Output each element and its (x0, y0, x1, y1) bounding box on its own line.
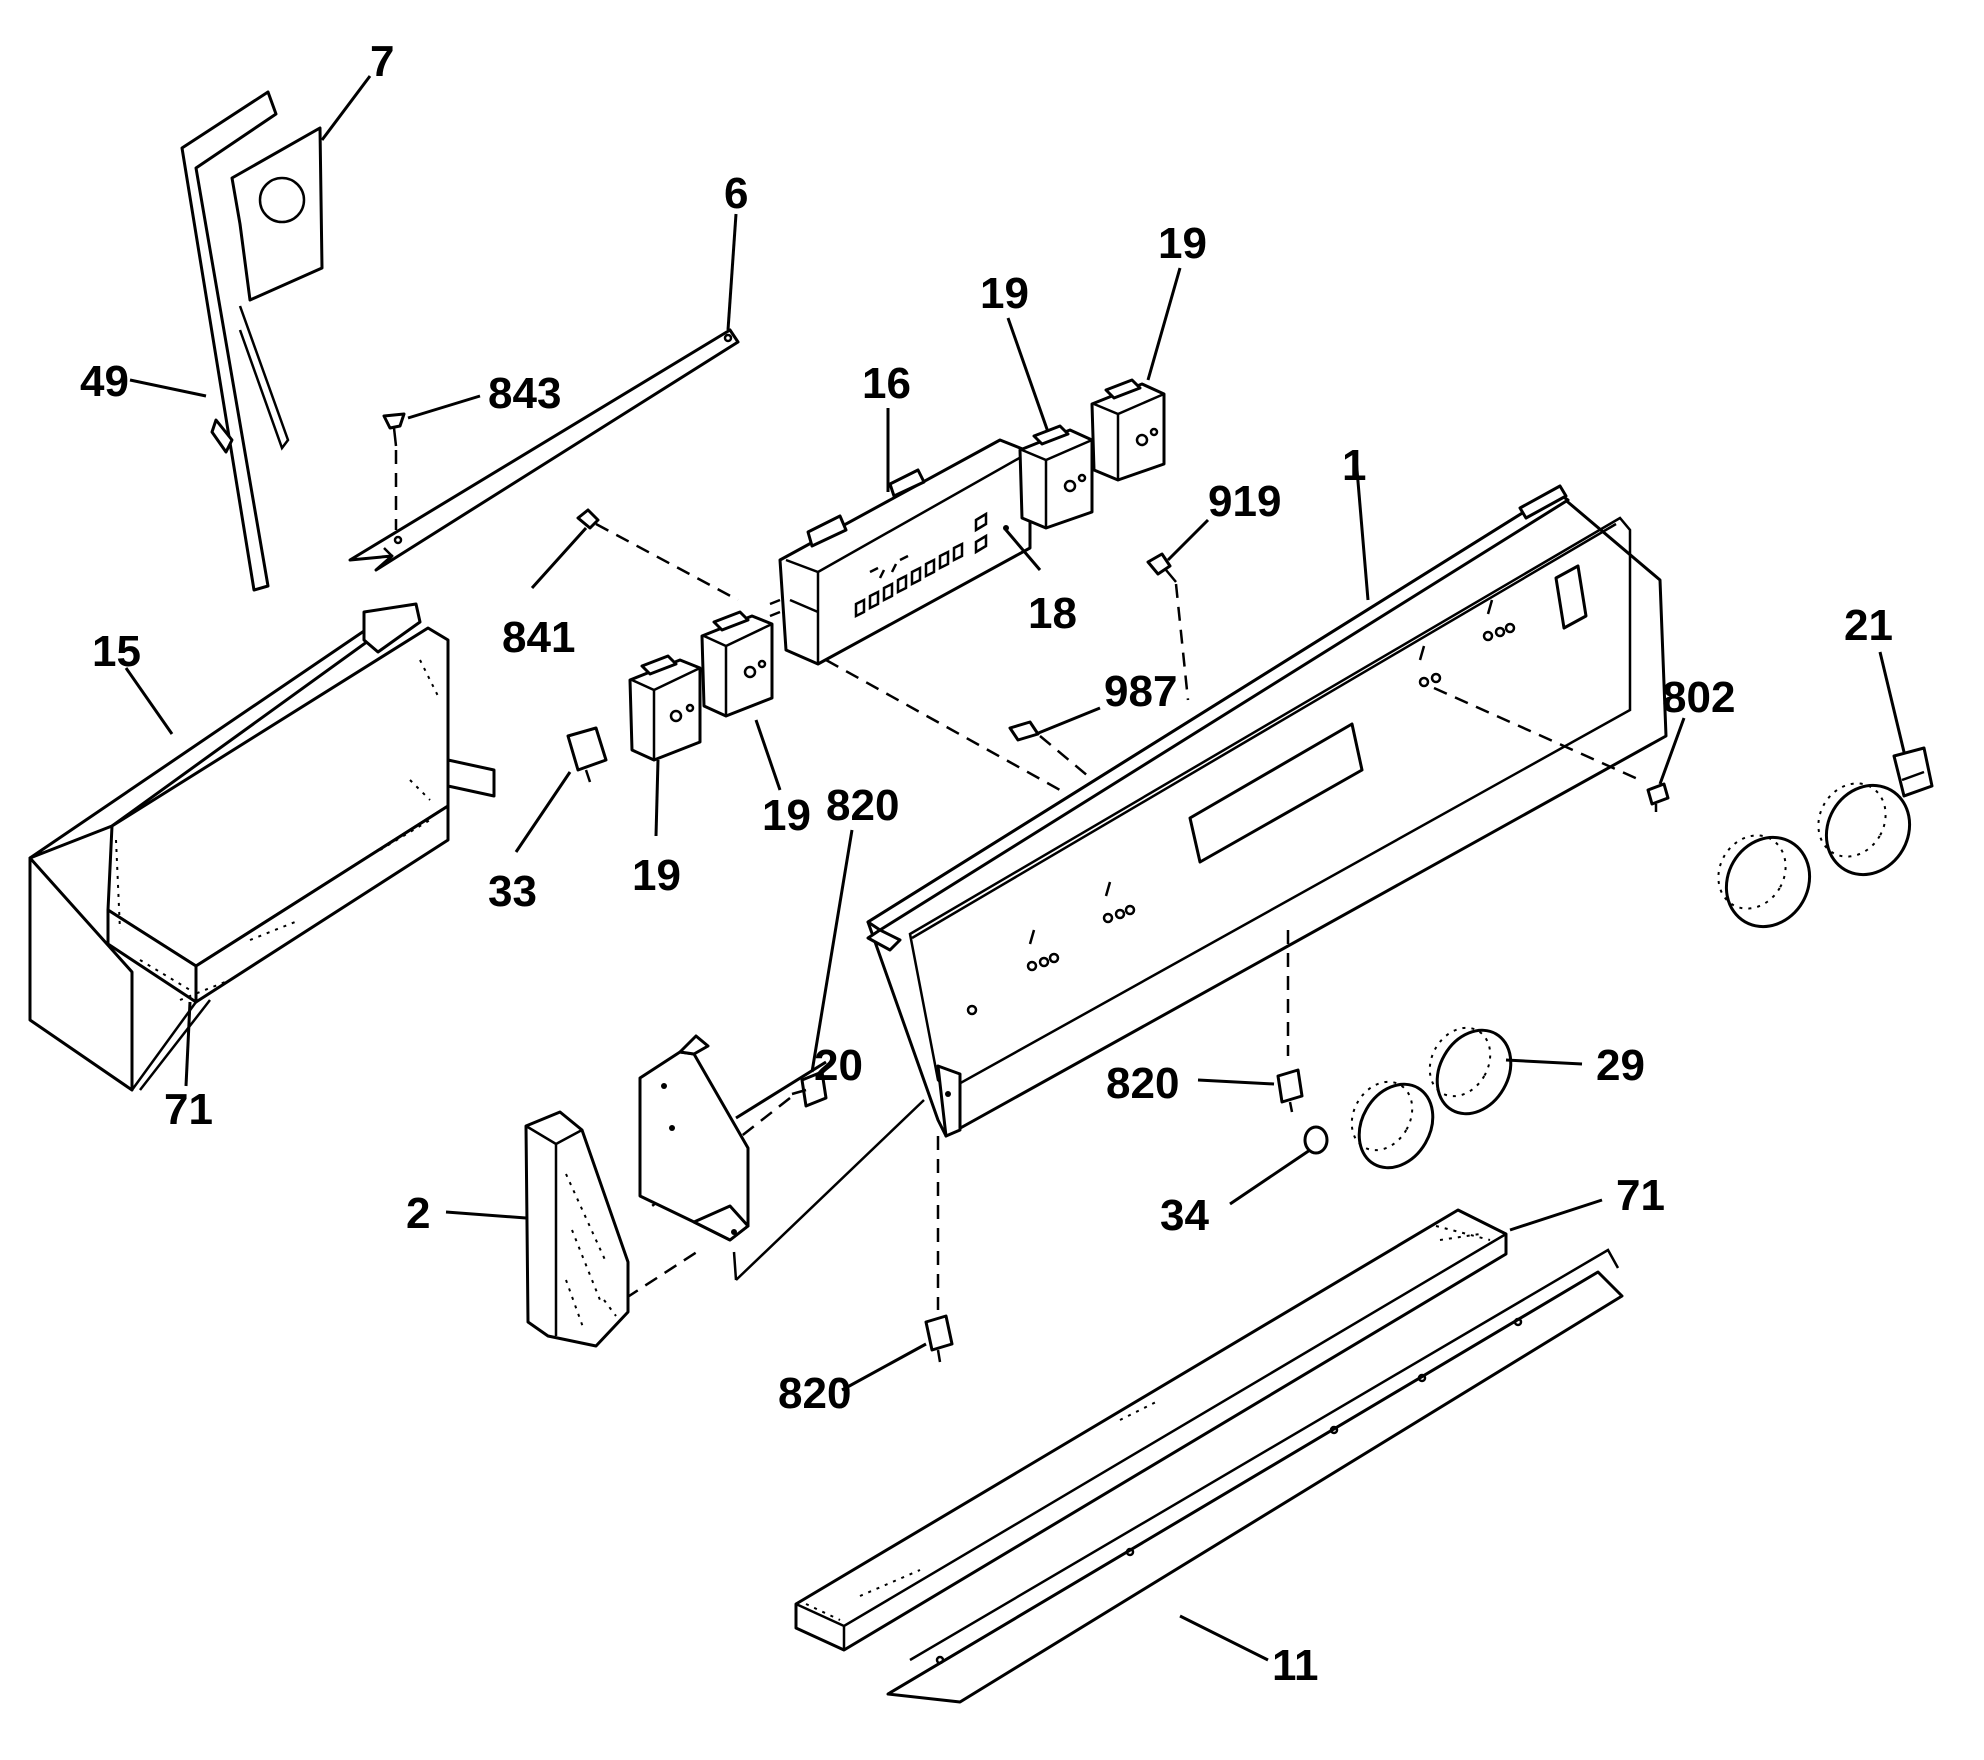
plug-part-34 (1303, 1125, 1329, 1155)
callout-49: 49 (80, 357, 129, 406)
callout-843: 843 (488, 369, 561, 418)
rocker-switch-part-21 (1892, 746, 1934, 798)
knob-part-29-left (1350, 1080, 1435, 1170)
callout-19: 19 (980, 269, 1029, 318)
callout-6: 6 (724, 169, 748, 218)
screw-part-820-lower (924, 1314, 954, 1363)
panel-screw-guide-802 (1433, 686, 1641, 782)
callout-18: 18 (1028, 589, 1077, 638)
electronic-control-part-16 (769, 438, 1032, 666)
callout-7: 7 (370, 37, 394, 86)
callout-16: 16 (862, 359, 911, 408)
callout-820: 820 (1106, 1059, 1179, 1108)
bracket-panel-link (732, 1099, 925, 1281)
mounting-bracket-part-20 (638, 1034, 750, 1242)
angle-strip-part-11 (886, 1248, 1624, 1704)
callout-19: 19 (632, 851, 681, 900)
callout-11: 11 (1272, 1641, 1319, 1690)
callout-1: 1 (1342, 441, 1366, 490)
leader-lines (124, 75, 1906, 1662)
end-housing-part-15 (28, 602, 496, 1092)
screw-part-919 (1146, 552, 1190, 701)
callout-34: 34 (1160, 1191, 1209, 1240)
callout-71: 71 (1616, 1171, 1665, 1220)
callout-29: 29 (1596, 1041, 1645, 1090)
callout-919: 919 (1208, 477, 1281, 526)
callout-71: 71 (164, 1085, 213, 1134)
infinite-switch-part-19-lower-left (628, 654, 702, 762)
infinite-switch-part-19-upper-right (1090, 378, 1166, 482)
screw-part-843 (382, 412, 406, 530)
callout-2: 2 (406, 1189, 430, 1238)
callout-841: 841 (502, 613, 575, 662)
callout-820: 820 (778, 1369, 851, 1418)
callout-21: 21 (1844, 601, 1893, 650)
callout-19: 19 (1158, 219, 1207, 268)
knob-part-29-right (1428, 1026, 1513, 1116)
callout-labels: 7 49 843 6 16 19 19 1 919 18 841 15 987 … (80, 37, 1893, 1690)
knob-upper-right (1817, 782, 1912, 877)
bolt-part-841 (576, 508, 739, 602)
callout-987: 987 (1104, 667, 1177, 716)
screw-part-820-middle (1276, 1068, 1304, 1113)
clip-part-987 (1008, 720, 1089, 777)
top-rail-part-6 (348, 328, 740, 572)
switch-part-33 (566, 726, 608, 783)
infinite-switch-part-19-lower-right (700, 610, 774, 718)
side-bracket-part-7-49 (180, 90, 324, 592)
callout-20: 20 (814, 1041, 863, 1090)
end-trim-part-2 (524, 1110, 630, 1348)
callout-15: 15 (92, 627, 141, 676)
bracket-guide-line (625, 1248, 701, 1300)
callout-33: 33 (488, 867, 537, 916)
trim-bar-part-71-lower (794, 1208, 1508, 1652)
screw-part-802 (1646, 782, 1670, 812)
callout-19: 19 (762, 791, 811, 840)
backguard-panel-part-1 (866, 484, 1668, 1138)
callout-820: 820 (826, 781, 899, 830)
infinite-switch-part-19-upper-left (1018, 424, 1094, 530)
knob-upper-left (1717, 834, 1812, 929)
callout-802: 802 (1662, 673, 1735, 722)
